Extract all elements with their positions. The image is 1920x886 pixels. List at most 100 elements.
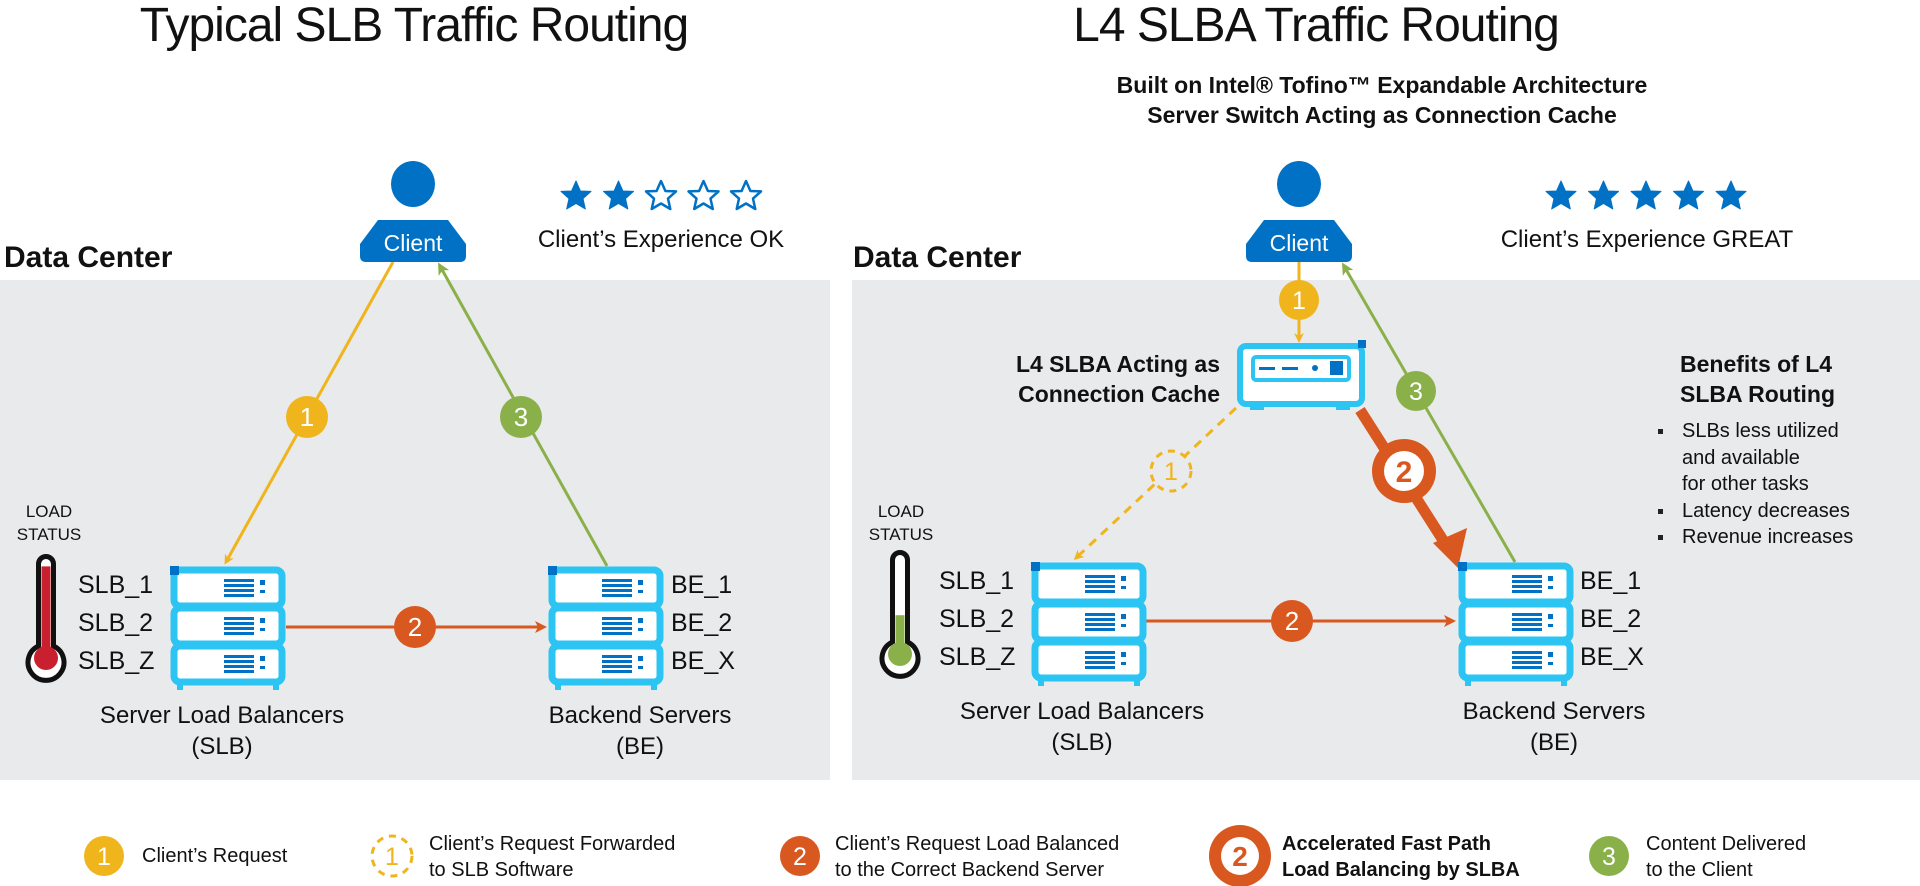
load-status-line: STATUS [868,525,934,544]
thermometer-bulb [34,646,58,670]
right-data-center-label: Data Center [853,241,1022,274]
legend-icons: 1 1 2 2 3 [84,825,1629,886]
benefit-item: SLBs less utilized and available for oth… [1656,418,1853,498]
legend-line: Client’s Request Load Balanced [835,833,1120,855]
legend-line: Content Delivered [1646,833,1807,855]
group-label-line: (SLB) [191,733,253,760]
left-diagram: Client 1 3 2 [25,161,763,690]
be-label: BE_2 [1580,605,1642,633]
left-step-3-marker: 3 [500,396,542,438]
star-filled-icon [1588,180,1619,210]
right-load-thermometer-icon [879,550,921,679]
left-be-labels: BE_1 BE_2 BE_X [671,566,735,680]
legend-icon-number: 1 [97,843,111,871]
left-load-status-label: LOAD STATUS [17,500,82,546]
star-filled-icon [1630,180,1662,210]
legend-icon-number: 2 [1232,841,1248,872]
group-label-line: Backend Servers [1462,698,1646,725]
right-step-1-marker: 1 [1279,280,1319,320]
legend-icon-number: 2 [793,843,807,871]
right-rating-stars [1545,180,1747,210]
benefits-title-line: Benefits of L4 [1680,351,1833,377]
left-be-group-label: Backend Servers (BE) [549,700,732,762]
left-slb-labels: SLB_1 SLB_2 SLB_Z [78,566,154,680]
subtitle-line-1: Built on Intel® Tofino™ Expandable Archi… [1116,72,1648,98]
left-step-2-number: 2 [408,612,422,642]
thermometer-outline [879,550,921,679]
right-slb-group-label: Server Load Balancers (SLB) [960,696,1204,758]
benefit-line: SLBs less utilized [1682,420,1839,442]
right-be-group-label: Backend Servers (BE) [1463,696,1646,758]
benefit-line: and available [1682,446,1800,469]
right-step-3-marker: 3 [1396,371,1436,411]
right-slb-labels: SLB_1 SLB_2 SLB_Z [939,562,1015,676]
right-data-center-panel [852,280,1920,780]
legend-text-delivered: Content Delivered to the Client [1646,831,1806,883]
benefits-title: Benefits of L4 SLBA Routing [1680,349,1835,409]
legend-icon-fast-path: 2 [1209,825,1271,886]
star-filled-icon [1715,180,1747,210]
legend-icon-number: 1 [385,843,399,871]
slb-label: SLB_1 [939,567,1015,595]
right-client-icon [1246,161,1352,262]
right-diagram: Client 1 1 3 2 [879,161,1747,686]
right-experience-caption: Client’s Experience GREAT [1500,226,1794,253]
legend-icon-forwarded: 1 [370,834,414,878]
left-client-label: Client [384,230,443,256]
right-fast-path-marker: 2 [1372,439,1436,503]
benefit-item: Latency decreases [1656,498,1853,525]
star-filled-icon [1673,180,1704,210]
right-fast-path-number: 2 [1396,456,1413,489]
group-label-line: Backend Servers [548,702,732,729]
load-status-line: STATUS [16,525,82,544]
right-load-status-label: LOAD STATUS [869,500,934,546]
left-step-1-number: 1 [300,402,314,432]
left-client-icon [360,161,466,262]
legend-line: to the Correct Backend Server [835,859,1105,881]
legend-icon-client-request: 1 [84,836,124,876]
legend-icon-number: 3 [1602,843,1616,871]
legend-icon-delivered: 3 [1589,836,1629,876]
legend-icon-load-balanced: 2 [780,836,820,876]
legend-text-load-balanced: Client’s Request Load Balanced to the Co… [835,831,1119,883]
right-deliver-arrow [1341,262,1517,563]
thermometer-level [895,615,905,646]
group-label-line: (SLB) [1051,729,1113,756]
legend-line: to SLB Software [429,859,574,881]
slba-label-line: L4 SLBA Acting as [1015,351,1220,377]
right-be-server-icon [1458,562,1570,686]
legend-text-client-request: Client’s Request [142,843,287,869]
subtitle-line-2: Server Switch Acting as Connection Cache [1147,102,1617,128]
right-step-2-number: 2 [1285,606,1299,636]
slba-switch-icon [1237,340,1366,410]
be-label: BE_1 [671,571,733,599]
legend-text-fast-path: Accelerated Fast Path Load Balancing by … [1282,831,1520,883]
left-load-thermometer-icon [25,554,67,683]
left-rating-stars [560,179,763,211]
right-step-3-number: 3 [1409,378,1423,406]
load-status-line: LOAD [877,502,925,521]
be-label: BE_2 [671,609,733,637]
right-step-1-number: 1 [1292,287,1306,315]
benefits-title-line: SLBA Routing [1680,381,1836,407]
be-label: BE_X [671,647,735,675]
left-data-center-label: Data Center [4,241,173,274]
left-step-1-marker: 1 [286,396,328,438]
slb-label: SLB_1 [78,571,154,599]
thermometer-bulb [888,642,912,666]
left-slb-server-icon [170,566,282,690]
star-empty-icon [729,179,763,211]
legend-line: Load Balancing by SLBA [1282,859,1520,881]
star-filled-icon [1545,180,1577,210]
left-be-server-icon [548,566,660,690]
benefit-item: Revenue increases [1656,524,1853,551]
left-step-3-number: 3 [514,402,528,432]
right-title: L4 SLBA Traffic Routing [1073,0,1560,52]
legend-line: Accelerated Fast Path [1282,833,1491,855]
left-experience-caption: Client’s Experience OK [537,226,785,253]
right-slb-server-icon [1031,562,1143,686]
star-filled-icon [603,180,634,210]
right-step-2-marker: 2 [1271,600,1313,642]
group-label-line: Server Load Balancers [959,698,1205,725]
